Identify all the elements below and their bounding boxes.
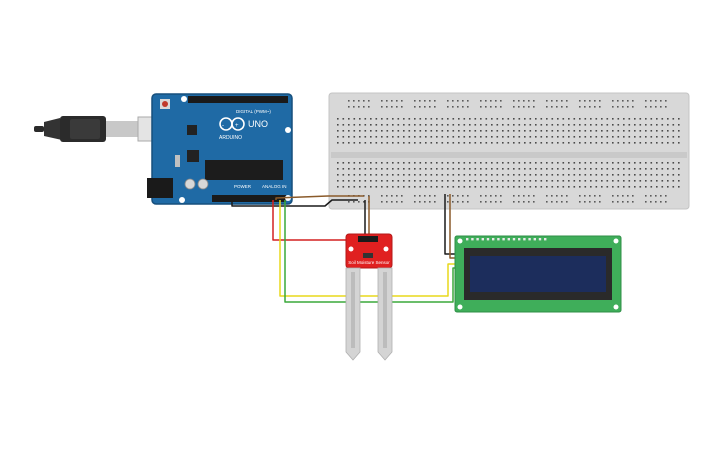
- breadboard-holes: [337, 100, 680, 203]
- arduino-uno-board[interactable]: - + UNO ARDUINO DIGITAL (PWM~) POWER ANA…: [147, 93, 293, 205]
- lcd-display[interactable]: [454, 235, 622, 313]
- analog-label: ANALOG IN: [262, 184, 287, 189]
- wire-black-gnd: [231, 199, 358, 207]
- digital-label: DIGITAL (PWM~): [236, 109, 271, 114]
- breadboard[interactable]: [328, 92, 690, 210]
- wires: [231, 194, 458, 303]
- board-model: UNO: [248, 119, 268, 129]
- svg-text:-: -: [222, 123, 224, 129]
- wire-black-lcd: [444, 194, 458, 255]
- lcd-screen: [470, 256, 606, 292]
- wire-yellow: [279, 200, 458, 297]
- power-label: POWER: [234, 184, 252, 189]
- sensor-label: Soil Moisture Sensor: [348, 260, 390, 265]
- arduino-logo-icon: - +: [219, 117, 245, 131]
- board-brand: ARDUINO: [219, 135, 242, 141]
- svg-text:+: +: [235, 123, 239, 129]
- wire-brown-gnd: [275, 195, 364, 200]
- soil-moisture-sensor[interactable]: Soil Moisture Sensor: [345, 233, 393, 361]
- lcd-pin-header: [466, 238, 547, 241]
